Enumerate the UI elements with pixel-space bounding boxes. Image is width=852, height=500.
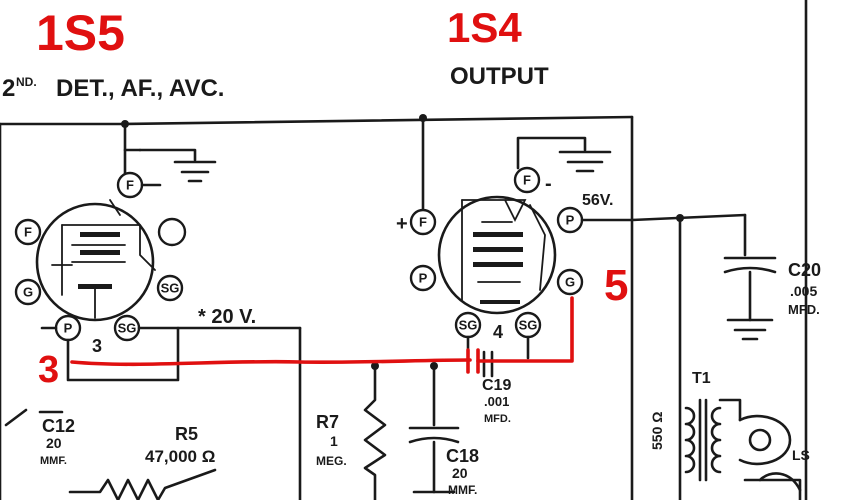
svg-text:MFD.: MFD. bbox=[484, 413, 511, 425]
svg-text:1: 1 bbox=[330, 433, 338, 449]
svg-text:LS: LS bbox=[792, 447, 810, 463]
capacitor-c19: C19 .001 MFD. bbox=[466, 350, 511, 425]
svg-text:C20: C20 bbox=[788, 260, 821, 280]
svg-text:P: P bbox=[64, 321, 73, 336]
svg-text:G: G bbox=[23, 285, 33, 300]
annotation-pin-3: 3 bbox=[38, 349, 59, 391]
svg-text:C12: C12 bbox=[42, 416, 75, 436]
tube-1s4: F - F + P P G SG SG 4 56V. bbox=[396, 136, 613, 342]
svg-text:20: 20 bbox=[452, 465, 468, 481]
resistor-r7: R7 1 MEG. bbox=[316, 362, 387, 500]
right-tube-wiring bbox=[466, 213, 747, 500]
pin-sg-a-1s4: SG bbox=[454, 311, 482, 339]
capacitor-c20: C20 .005 MFD. bbox=[723, 256, 821, 341]
pin-sg-1s5: SG bbox=[113, 314, 141, 342]
resistor-r5: R5 47,000 Ω bbox=[68, 424, 217, 500]
svg-text:C18: C18 bbox=[446, 446, 479, 466]
socket-number-1s4: 4 bbox=[493, 322, 503, 342]
svg-text:T1: T1 bbox=[692, 370, 711, 387]
capacitor-c18: C18 20 MMF. bbox=[408, 362, 479, 497]
left-tube-wiring: * 20 V. bbox=[40, 306, 302, 500]
pin-p-left-1s4: P bbox=[409, 264, 437, 292]
capacitor-c12: C12 20 MMF. bbox=[4, 408, 75, 467]
red-modification-wire bbox=[70, 296, 574, 374]
pin-empty-1s5 bbox=[157, 217, 187, 247]
transformer-t1: T1 550 Ω bbox=[649, 370, 742, 482]
heading-left-superscript: ND. bbox=[16, 75, 37, 89]
pin-g-1s5: G bbox=[14, 278, 42, 306]
plus-sign-1s4: + bbox=[396, 213, 408, 235]
annotation-tube-1s5: 1S5 bbox=[36, 5, 125, 61]
heading-left-rest: DET., AF., AVC. bbox=[56, 75, 224, 102]
pin-g-1s4: G bbox=[556, 268, 584, 296]
svg-text:F: F bbox=[24, 225, 32, 240]
svg-text:MEG.: MEG. bbox=[316, 454, 347, 468]
minus-sign-1s4: - bbox=[545, 173, 552, 195]
svg-text:SG: SG bbox=[161, 281, 180, 296]
svg-text:P: P bbox=[419, 271, 428, 286]
pin-f-top-1s5: F bbox=[116, 171, 144, 199]
svg-text:F: F bbox=[419, 215, 427, 230]
svg-text:G: G bbox=[565, 275, 575, 290]
svg-text:MMF.: MMF. bbox=[40, 455, 67, 467]
top-rail-wires bbox=[0, 0, 808, 500]
svg-text:550 Ω: 550 Ω bbox=[649, 412, 665, 450]
annotation-pin-5: 5 bbox=[604, 261, 628, 310]
svg-text:SG: SG bbox=[459, 318, 478, 333]
svg-text:SG: SG bbox=[519, 318, 538, 333]
svg-text:MFD.: MFD. bbox=[788, 302, 820, 317]
pin-sg-right-1s5: SG bbox=[156, 274, 184, 302]
svg-text:.005: .005 bbox=[790, 283, 817, 299]
voltage-label-1s5: * 20 V. bbox=[198, 306, 256, 328]
svg-text:R5: R5 bbox=[175, 424, 198, 444]
svg-text:F: F bbox=[523, 173, 531, 188]
annotation-tube-1s4: 1S4 bbox=[447, 4, 522, 51]
pin-f-left-1s5: F bbox=[14, 218, 42, 246]
svg-text:MMF.: MMF. bbox=[448, 483, 477, 497]
heading-left-prefix: 2 bbox=[2, 75, 15, 102]
voltage-label-1s4: 56V. bbox=[582, 192, 613, 209]
pin-p-1s5: P bbox=[54, 314, 82, 342]
tube-1s5: F F G SG P SG 3 bbox=[14, 148, 217, 356]
pin-p-right-1s4: P bbox=[556, 206, 584, 234]
svg-text:C19: C19 bbox=[482, 377, 511, 394]
svg-text:SG: SG bbox=[118, 321, 137, 336]
pin-f-top-1s4: F bbox=[513, 166, 541, 194]
svg-text:P: P bbox=[566, 213, 575, 228]
svg-text:R7: R7 bbox=[316, 412, 339, 432]
speaker-ls: LS bbox=[738, 414, 810, 500]
heading-right: OUTPUT bbox=[450, 63, 549, 90]
svg-text:47,000 Ω: 47,000 Ω bbox=[145, 447, 215, 466]
svg-text:20: 20 bbox=[46, 435, 62, 451]
svg-text:F: F bbox=[126, 178, 134, 193]
pin-sg-b-1s4: SG bbox=[514, 311, 542, 339]
pin-f-left-1s4: F bbox=[409, 208, 437, 236]
socket-number-1s5: 3 bbox=[92, 336, 102, 356]
svg-text:.001: .001 bbox=[484, 394, 509, 409]
